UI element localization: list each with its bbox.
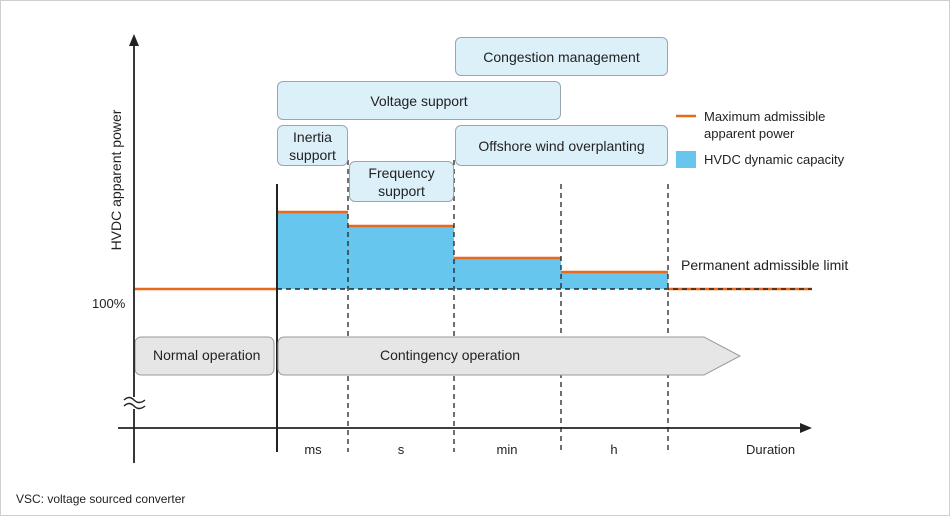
inertia-support-box: Inertia support — [277, 125, 348, 166]
legend-max-power-label: Maximum admissible apparent power — [704, 109, 826, 141]
capacity-fill-h — [561, 272, 668, 289]
congestion-management-box: Congestion management — [455, 37, 668, 76]
frequency-support-box: Frequency support — [349, 161, 454, 202]
axis-break-mark-top — [123, 396, 146, 404]
axis-break-mark-bottom — [123, 402, 146, 410]
x-axis-label: Duration — [746, 442, 796, 457]
contingency-operation-label: Contingency operation — [380, 347, 521, 363]
normal-operation-bar — [134, 336, 275, 376]
capacity-fill-ms — [277, 212, 348, 289]
tick-ms: ms — [304, 442, 322, 457]
capacity-fill-min — [454, 258, 561, 289]
normal-operation-label: Normal operation — [153, 347, 261, 363]
voltage-support-box: Voltage support — [277, 81, 561, 120]
y-axis-arrow — [129, 34, 139, 46]
y-ref-label: 100% — [92, 296, 126, 311]
axis-break-gap — [124, 397, 146, 409]
contingency-operation-arrow — [277, 336, 742, 376]
legend-capacity-label: HVDC dynamic capacity — [704, 152, 845, 167]
capacity-fill-s — [348, 226, 454, 289]
footnote: VSC: voltage sourced converter — [16, 492, 186, 506]
permanent-limit-label: Permanent admissible limit — [681, 257, 849, 273]
tick-h: h — [610, 442, 618, 457]
y-axis-label: HVDC apparent power — [108, 109, 124, 251]
x-axis-arrow — [800, 423, 812, 433]
offshore-wind-box: Offshore wind overplanting — [455, 125, 668, 166]
tick-s: s — [397, 442, 405, 457]
tick-min: min — [496, 442, 518, 457]
legend-capacity-swatch — [676, 151, 696, 168]
